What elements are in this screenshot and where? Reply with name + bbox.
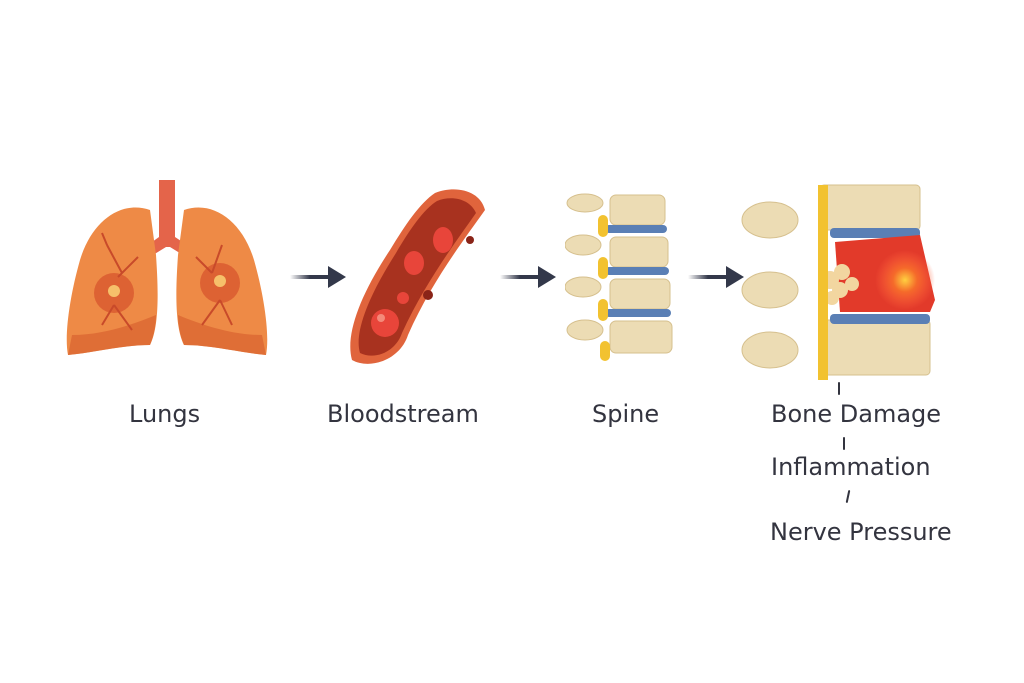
connector-line bbox=[838, 382, 840, 395]
connector-line bbox=[845, 489, 851, 504]
flow-arrow-3 bbox=[688, 262, 748, 292]
connector-line bbox=[843, 437, 845, 450]
stage-label-lungs: Lungs bbox=[129, 400, 201, 428]
stage-label-bloodstream: Bloodstream bbox=[327, 400, 479, 428]
effect-label-inflammation: Inflammation bbox=[771, 453, 931, 481]
damaged-spine-icon bbox=[741, 184, 935, 380]
flow-arrow-1 bbox=[290, 262, 350, 292]
spine-icon bbox=[565, 193, 673, 361]
arrow-right-icon bbox=[500, 266, 556, 288]
bloodstream-illustration bbox=[340, 185, 490, 375]
effect-label-bone-damage: Bone Damage bbox=[771, 400, 942, 428]
stage-label-spine: Spine bbox=[592, 400, 660, 428]
flow-arrow-2 bbox=[500, 262, 560, 292]
lungs-illustration bbox=[62, 175, 274, 365]
damaged-spine-illustration bbox=[740, 180, 940, 380]
blood-vessel-icon bbox=[350, 189, 485, 364]
spine-illustration bbox=[565, 185, 685, 365]
lungs-icon bbox=[66, 180, 268, 355]
arrow-right-icon bbox=[290, 266, 346, 288]
effect-label-nerve-pressure: Nerve Pressure bbox=[770, 518, 952, 546]
arrow-right-icon bbox=[688, 266, 744, 288]
